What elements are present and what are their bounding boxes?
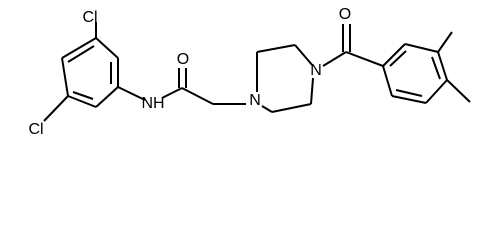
ring-b-bond <box>437 51 448 81</box>
methyl-bond-meta <box>437 31 453 53</box>
molecule-diagram: Cl Cl NH O N N O <box>28 6 471 138</box>
piperazine-n4-label: N <box>310 62 322 79</box>
ring-b-bond <box>382 65 393 97</box>
ring-b-double-bond <box>431 56 441 80</box>
structure-canvas: Cl Cl NH O N N O <box>28 6 471 139</box>
ring-a-bond <box>61 37 97 59</box>
aryl-nh-bond <box>117 86 146 101</box>
atom-label-layer: Cl Cl NH O N N O <box>28 6 351 138</box>
amide-nh-label: NH <box>141 95 164 112</box>
ring-a-double-bond <box>67 45 95 63</box>
ring-b-bond <box>425 79 448 104</box>
ring-b-double-bond <box>395 89 423 97</box>
methyl-bond-para <box>446 79 471 103</box>
bond-layer <box>43 22 471 122</box>
ring-b-bond <box>391 95 427 104</box>
piperazine-bond <box>310 77 314 105</box>
ketone-aryl-bond <box>345 51 384 67</box>
ring-a-bond <box>67 95 97 108</box>
piperazine-n1-label: N <box>249 92 261 109</box>
piperazine-bond <box>256 44 296 53</box>
piperazine-bond <box>271 103 312 113</box>
ring-a-bond <box>95 37 119 59</box>
amide-oxygen-label: O <box>177 51 189 68</box>
ring-a-bond <box>61 57 69 97</box>
carbonyl-ch2-bond <box>181 87 214 105</box>
chlorine-label-top: Cl <box>82 9 97 26</box>
piperazine-bond <box>294 44 314 67</box>
n4-ketone-bond <box>322 51 347 67</box>
piperazine-bond <box>261 105 273 113</box>
ketone-oxygen-label: O <box>339 6 351 23</box>
ring-b-bond <box>382 43 406 67</box>
nh-carbonyl-bond <box>161 87 183 99</box>
ring-a-double-bond <box>72 91 94 100</box>
ring-b-double-bond <box>389 50 407 67</box>
ring-b-bond <box>404 43 439 53</box>
ring-a-bond <box>95 86 119 108</box>
c-cl-bond-bottom <box>43 95 69 122</box>
chlorine-label-bottom: Cl <box>28 121 43 138</box>
